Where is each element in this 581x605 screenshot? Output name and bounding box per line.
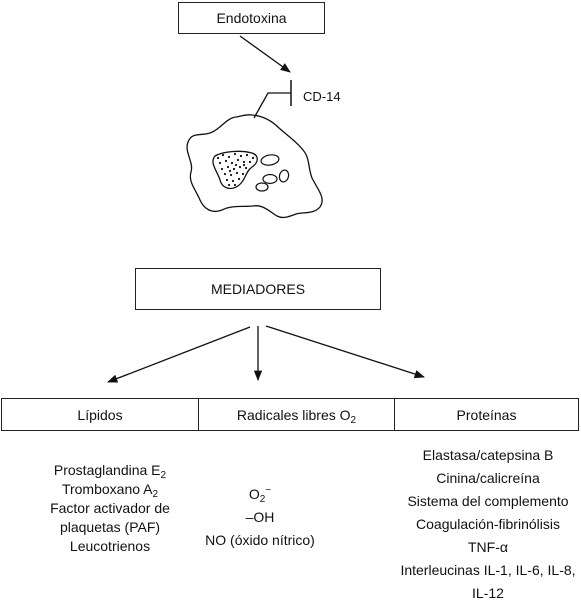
protein-item: Interleucinas IL-1, IL-6, IL-8,	[400, 562, 576, 578]
category-lipids: Lípidos	[2, 399, 198, 430]
radical-nitric-oxide: NO (óxido nítrico)	[205, 532, 315, 548]
category-proteins-label: Proteínas	[456, 406, 517, 423]
arrow-to-lipids	[107, 326, 251, 383]
protein-item: Elastasa/catepsina B	[422, 447, 554, 463]
endotoxin-label: Endotoxina	[216, 10, 287, 26]
cd14-receptor-stalk	[253, 92, 291, 119]
categories-row: Lípidos Radicales libres O2 Proteínas	[1, 398, 579, 431]
category-proteins: Proteínas	[394, 399, 578, 430]
proteins-list: Elastasa/catepsina B Cinina/calicreína S…	[395, 444, 581, 605]
lipid-leukotrienes: Leucotrienos	[69, 538, 151, 554]
cd14-label: CD-14	[303, 89, 341, 104]
mediators-box: MEDIADORES	[135, 268, 381, 310]
protein-item: Sistema del complemento	[407, 493, 569, 509]
protein-item: Coagulación-fibrinólisis	[416, 516, 560, 532]
lipid-paf-line1: Factor activador de	[50, 500, 170, 516]
category-radicals: Radicales libres O2	[198, 399, 394, 430]
category-radicals-label: Radicales libres O2	[236, 406, 357, 426]
radical-hydroxyl: –OH	[245, 509, 275, 525]
protein-item: IL-12	[472, 585, 504, 601]
endotoxin-arrow	[239, 35, 291, 73]
arrow-to-proteins	[265, 325, 425, 379]
lipid-paf-line2: plaquetas (PAF)	[59, 519, 161, 535]
lipid-thromboxane: Tromboxano A2	[61, 481, 159, 500]
radical-superoxide: O2−	[248, 485, 272, 505]
mediators-label: MEDIADORES	[210, 281, 306, 297]
lipids-list: Prostaglandina E2 Tromboxano A2 Factor a…	[10, 461, 210, 556]
nucleus-granules	[216, 152, 255, 187]
macrophage-cell	[186, 114, 323, 219]
lipid-prostaglandin: Prostaglandina E2	[53, 462, 167, 481]
endotoxin-box: Endotoxina	[178, 2, 325, 34]
radicals-list: O2− –OH NO (óxido nítrico)	[205, 484, 315, 553]
cell-vesicles	[255, 154, 290, 192]
cell-nucleus	[212, 150, 258, 190]
category-lipids-label: Lípidos	[77, 406, 123, 423]
protein-item: Cinina/calicreína	[436, 470, 540, 486]
protein-item: TNF-α	[468, 539, 508, 555]
